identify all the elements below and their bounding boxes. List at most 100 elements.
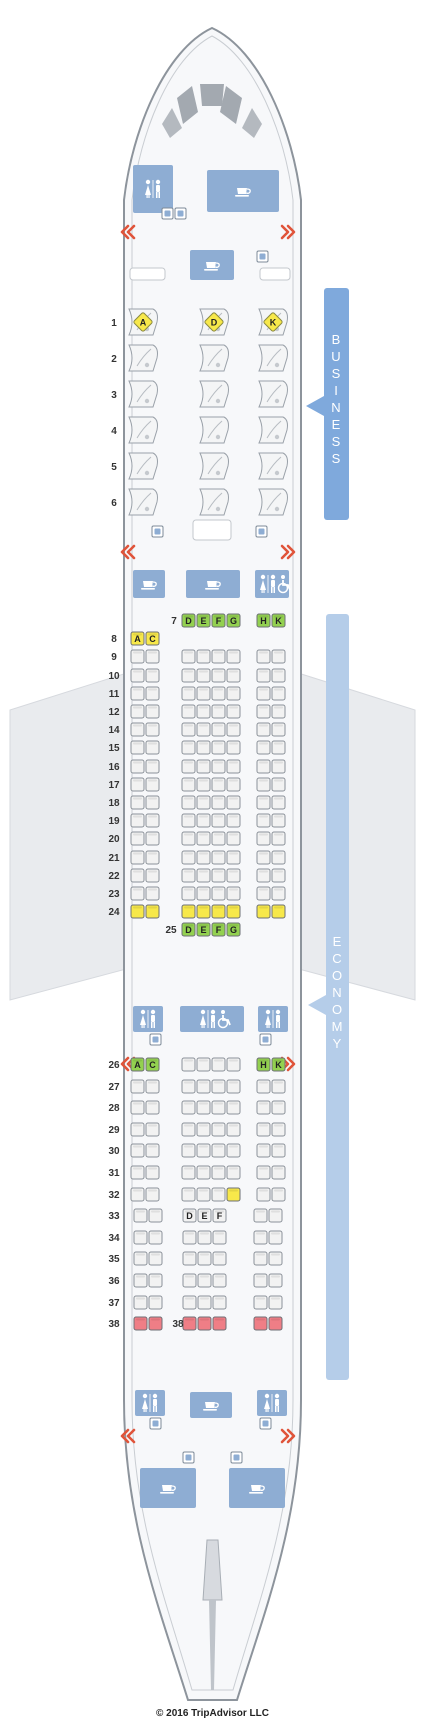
economy-seat[interactable]: [181, 649, 196, 664]
economy-seat[interactable]: [181, 704, 196, 719]
economy-seat[interactable]: [196, 1122, 211, 1137]
economy-seat[interactable]: [145, 868, 160, 883]
economy-seat[interactable]: [130, 1187, 145, 1202]
economy-seat[interactable]: [211, 831, 226, 846]
economy-seat[interactable]: [130, 831, 145, 846]
economy-seat[interactable]: [197, 1295, 212, 1310]
economy-seat[interactable]: [268, 1230, 283, 1245]
economy-seat[interactable]: [196, 759, 211, 774]
economy-seat[interactable]: [196, 886, 211, 901]
economy-seat[interactable]: [145, 668, 160, 683]
economy-seat[interactable]: G: [226, 922, 241, 937]
economy-seat[interactable]: D: [181, 922, 196, 937]
economy-seat[interactable]: D: [182, 1208, 197, 1223]
exit-door-2-right[interactable]: [280, 544, 296, 560]
economy-seat[interactable]: [196, 777, 211, 792]
economy-seat[interactable]: [145, 904, 160, 919]
economy-seat[interactable]: H: [256, 1057, 271, 1072]
economy-seat[interactable]: [181, 831, 196, 846]
economy-seat[interactable]: G: [226, 613, 241, 628]
economy-seat[interactable]: [226, 1122, 241, 1137]
business-seat[interactable]: [128, 416, 158, 444]
economy-seat[interactable]: [130, 1143, 145, 1158]
economy-seat[interactable]: [253, 1230, 268, 1245]
economy-seat[interactable]: [196, 1187, 211, 1202]
business-seat[interactable]: [128, 488, 158, 516]
economy-seat[interactable]: [268, 1273, 283, 1288]
economy-seat[interactable]: [211, 1143, 226, 1158]
economy-seat[interactable]: [196, 704, 211, 719]
economy-seat[interactable]: [271, 850, 286, 865]
business-seat[interactable]: D: [199, 308, 229, 336]
economy-seat[interactable]: [211, 722, 226, 737]
business-seat[interactable]: [199, 416, 229, 444]
economy-seat[interactable]: [181, 868, 196, 883]
economy-seat[interactable]: [226, 1057, 241, 1072]
economy-seat[interactable]: [145, 795, 160, 810]
economy-seat[interactable]: [182, 1251, 197, 1266]
exit-door-2-left[interactable]: [120, 544, 136, 560]
economy-seat[interactable]: F: [211, 613, 226, 628]
economy-seat[interactable]: [145, 722, 160, 737]
economy-seat[interactable]: [181, 1143, 196, 1158]
economy-seat[interactable]: [268, 1251, 283, 1266]
economy-seat[interactable]: [130, 1079, 145, 1094]
economy-seat[interactable]: C: [145, 631, 160, 646]
exit-door-4-right[interactable]: [280, 1428, 296, 1444]
economy-seat[interactable]: [271, 668, 286, 683]
economy-seat[interactable]: [181, 1165, 196, 1180]
economy-seat[interactable]: [226, 904, 241, 919]
economy-seat[interactable]: H: [256, 613, 271, 628]
economy-seat[interactable]: [211, 668, 226, 683]
economy-seat[interactable]: [211, 1122, 226, 1137]
business-seat[interactable]: [128, 452, 158, 480]
economy-seat[interactable]: [271, 740, 286, 755]
economy-seat[interactable]: E: [197, 1208, 212, 1223]
economy-seat[interactable]: [256, 722, 271, 737]
economy-seat[interactable]: [181, 759, 196, 774]
economy-seat[interactable]: [133, 1230, 148, 1245]
economy-seat[interactable]: [226, 1100, 241, 1115]
economy-seat[interactable]: [211, 1100, 226, 1115]
economy-seat[interactable]: [212, 1273, 227, 1288]
economy-seat[interactable]: [145, 686, 160, 701]
economy-seat[interactable]: [211, 868, 226, 883]
economy-seat[interactable]: [181, 777, 196, 792]
exit-door-1-left[interactable]: [120, 224, 136, 240]
economy-seat[interactable]: K: [271, 613, 286, 628]
economy-seat[interactable]: [145, 850, 160, 865]
economy-seat[interactable]: [196, 850, 211, 865]
economy-seat[interactable]: [226, 668, 241, 683]
economy-seat[interactable]: [256, 1165, 271, 1180]
economy-seat[interactable]: [226, 886, 241, 901]
economy-seat[interactable]: [196, 1165, 211, 1180]
economy-seat[interactable]: [181, 668, 196, 683]
business-seat[interactable]: [258, 380, 288, 408]
economy-seat[interactable]: [133, 1251, 148, 1266]
economy-seat[interactable]: [133, 1316, 148, 1331]
economy-seat[interactable]: [181, 1122, 196, 1137]
economy-seat[interactable]: [253, 1273, 268, 1288]
economy-seat[interactable]: [271, 1187, 286, 1202]
economy-seat[interactable]: [253, 1316, 268, 1331]
economy-seat[interactable]: [211, 1187, 226, 1202]
economy-seat[interactable]: [256, 904, 271, 919]
economy-seat[interactable]: [133, 1273, 148, 1288]
economy-seat[interactable]: [181, 1079, 196, 1094]
economy-seat[interactable]: [145, 704, 160, 719]
economy-seat[interactable]: [271, 649, 286, 664]
business-seat[interactable]: [199, 488, 229, 516]
economy-seat[interactable]: [197, 1316, 212, 1331]
economy-seat[interactable]: [256, 777, 271, 792]
economy-seat[interactable]: [197, 1230, 212, 1245]
economy-seat[interactable]: [256, 831, 271, 846]
economy-seat[interactable]: [226, 1079, 241, 1094]
economy-seat[interactable]: [256, 795, 271, 810]
economy-seat[interactable]: [226, 813, 241, 828]
economy-seat[interactable]: [253, 1295, 268, 1310]
economy-seat[interactable]: [133, 1295, 148, 1310]
economy-seat[interactable]: [130, 868, 145, 883]
economy-seat[interactable]: [130, 722, 145, 737]
economy-seat[interactable]: [226, 1165, 241, 1180]
economy-seat[interactable]: [211, 704, 226, 719]
